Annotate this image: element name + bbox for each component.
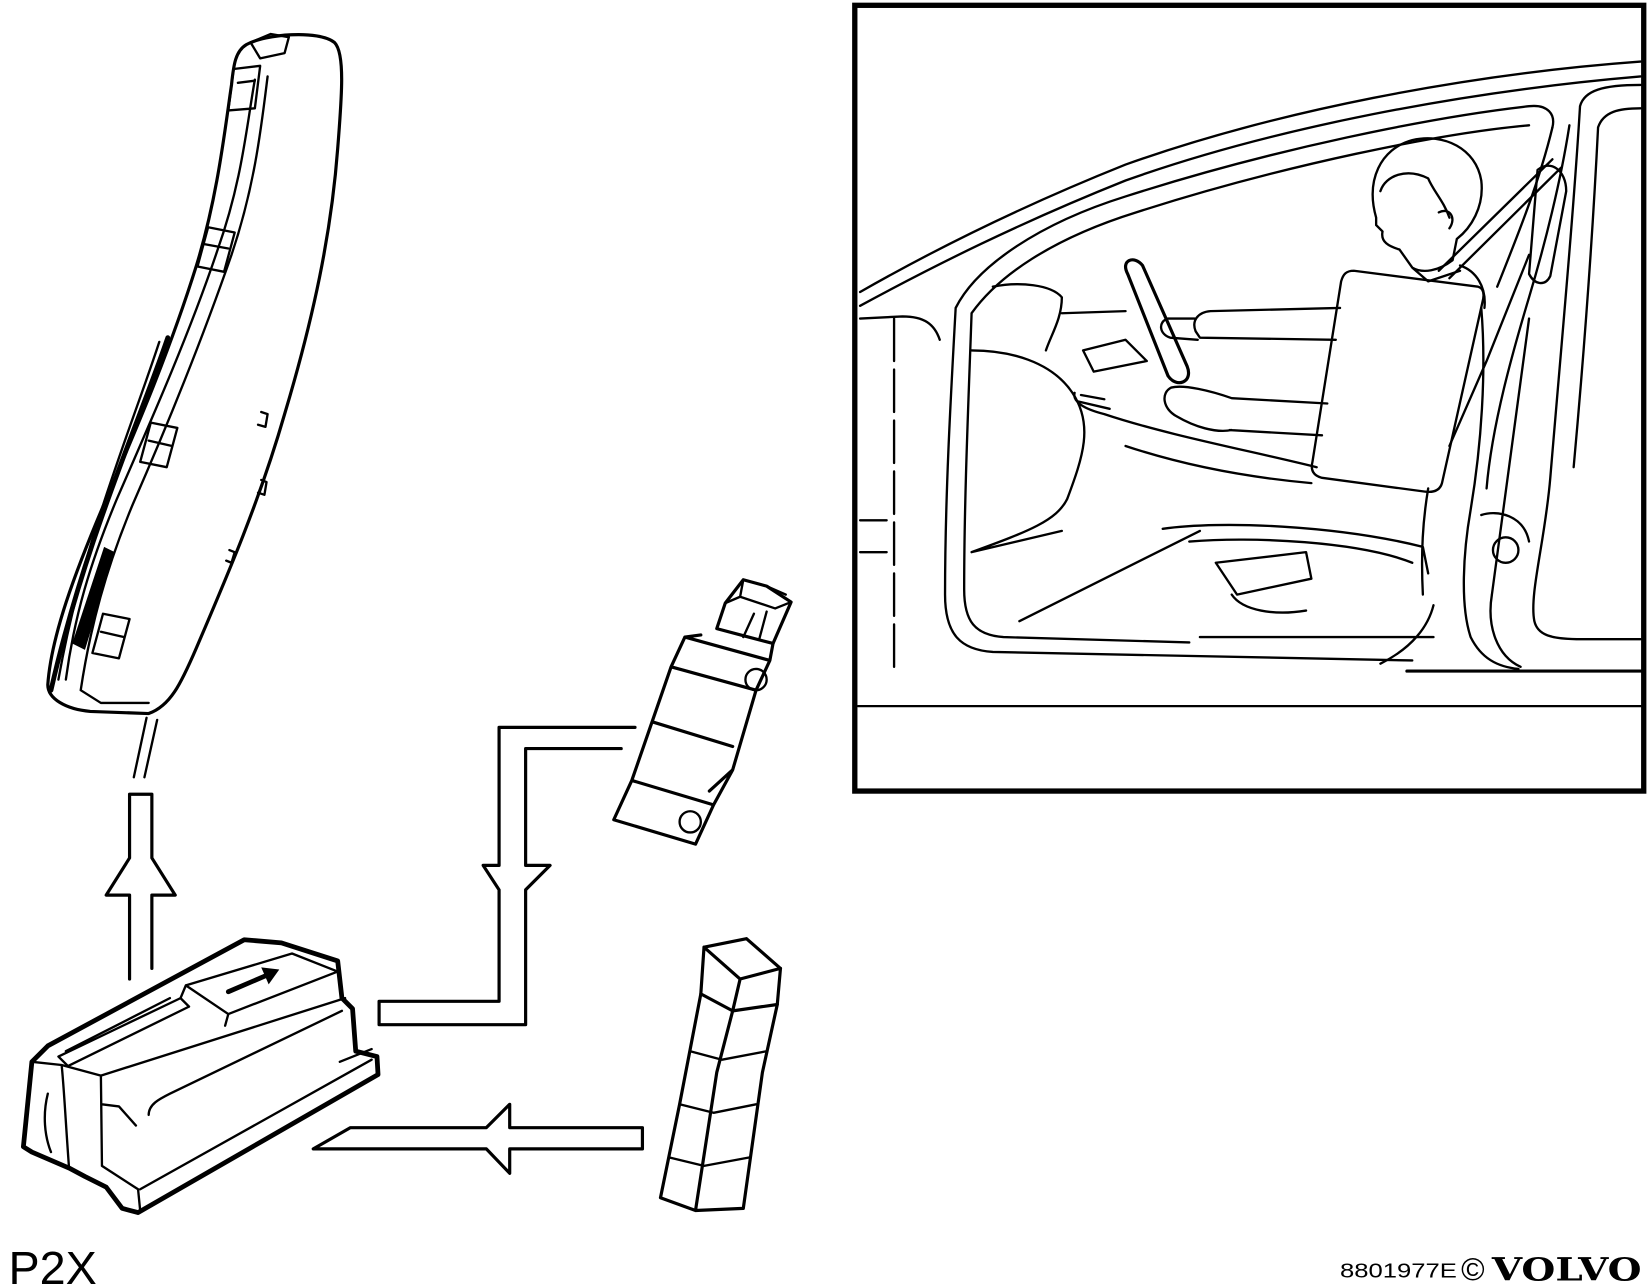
control-module-arrowhead <box>261 967 280 985</box>
driver-legs <box>1073 391 1318 485</box>
model-code-label: P2X <box>9 1242 97 1288</box>
headrest <box>1527 164 1568 285</box>
door-lock <box>1491 536 1520 564</box>
side-airbag-module <box>46 32 344 779</box>
steering-column <box>1076 338 1148 410</box>
driver-figure <box>1073 137 1486 494</box>
crash-sensor-lower <box>658 937 783 1213</box>
control-module-body-lines <box>30 996 373 1212</box>
control-module-outline <box>20 937 381 1215</box>
sensor-lower-column <box>658 992 779 1213</box>
b-pillar <box>1462 124 1571 671</box>
rear-door <box>1480 83 1642 641</box>
control-module-direction-arrow <box>225 973 268 995</box>
airbag-edge-line <box>57 340 161 681</box>
driver-torso-panel <box>1310 269 1485 494</box>
sensor-upper-bolt-bottom <box>678 810 702 834</box>
figure-number-label: 8801977E <box>1340 1260 1457 1282</box>
airbag-wire <box>132 716 159 779</box>
sensor-upper-connector <box>715 578 793 646</box>
airbag-top-tab <box>249 32 291 60</box>
sensor-to-module-arrow <box>377 725 637 1027</box>
sensor-upper-body <box>612 633 775 846</box>
sensor-upper-connector-detail <box>724 578 793 641</box>
return-flow-arrow <box>311 1102 645 1175</box>
seat-belt <box>1437 158 1563 448</box>
airbag-edge-strip <box>48 335 171 693</box>
up-flow-arrow <box>104 792 177 981</box>
airbag-dark-patch <box>72 546 115 650</box>
control-module-connector <box>57 996 191 1068</box>
steering-wheel <box>1124 258 1191 385</box>
inset-frame <box>852 2 1647 794</box>
roof-lines <box>858 60 1642 307</box>
sensor-lower-cap <box>699 937 783 1013</box>
sensor-lower-bands <box>667 1050 768 1168</box>
control-module-top-panel <box>179 952 339 1027</box>
a-pillar-and-dash <box>858 283 1127 554</box>
sensor-upper-bolt-top <box>744 667 768 692</box>
seat-and-floor <box>1018 487 1435 665</box>
driver-head <box>1371 137 1486 310</box>
vehicle-inset <box>852 2 1647 794</box>
driver-arms <box>1159 306 1342 437</box>
volvo-logo: VOLVO <box>1491 1251 1642 1288</box>
crash-sensor-upper <box>612 578 793 846</box>
airbag-side-notches <box>225 410 269 564</box>
airbag-clips <box>91 64 262 660</box>
srs-control-module <box>20 937 381 1215</box>
copyright-symbol: © <box>1461 1252 1484 1288</box>
door-frame <box>943 104 1555 662</box>
